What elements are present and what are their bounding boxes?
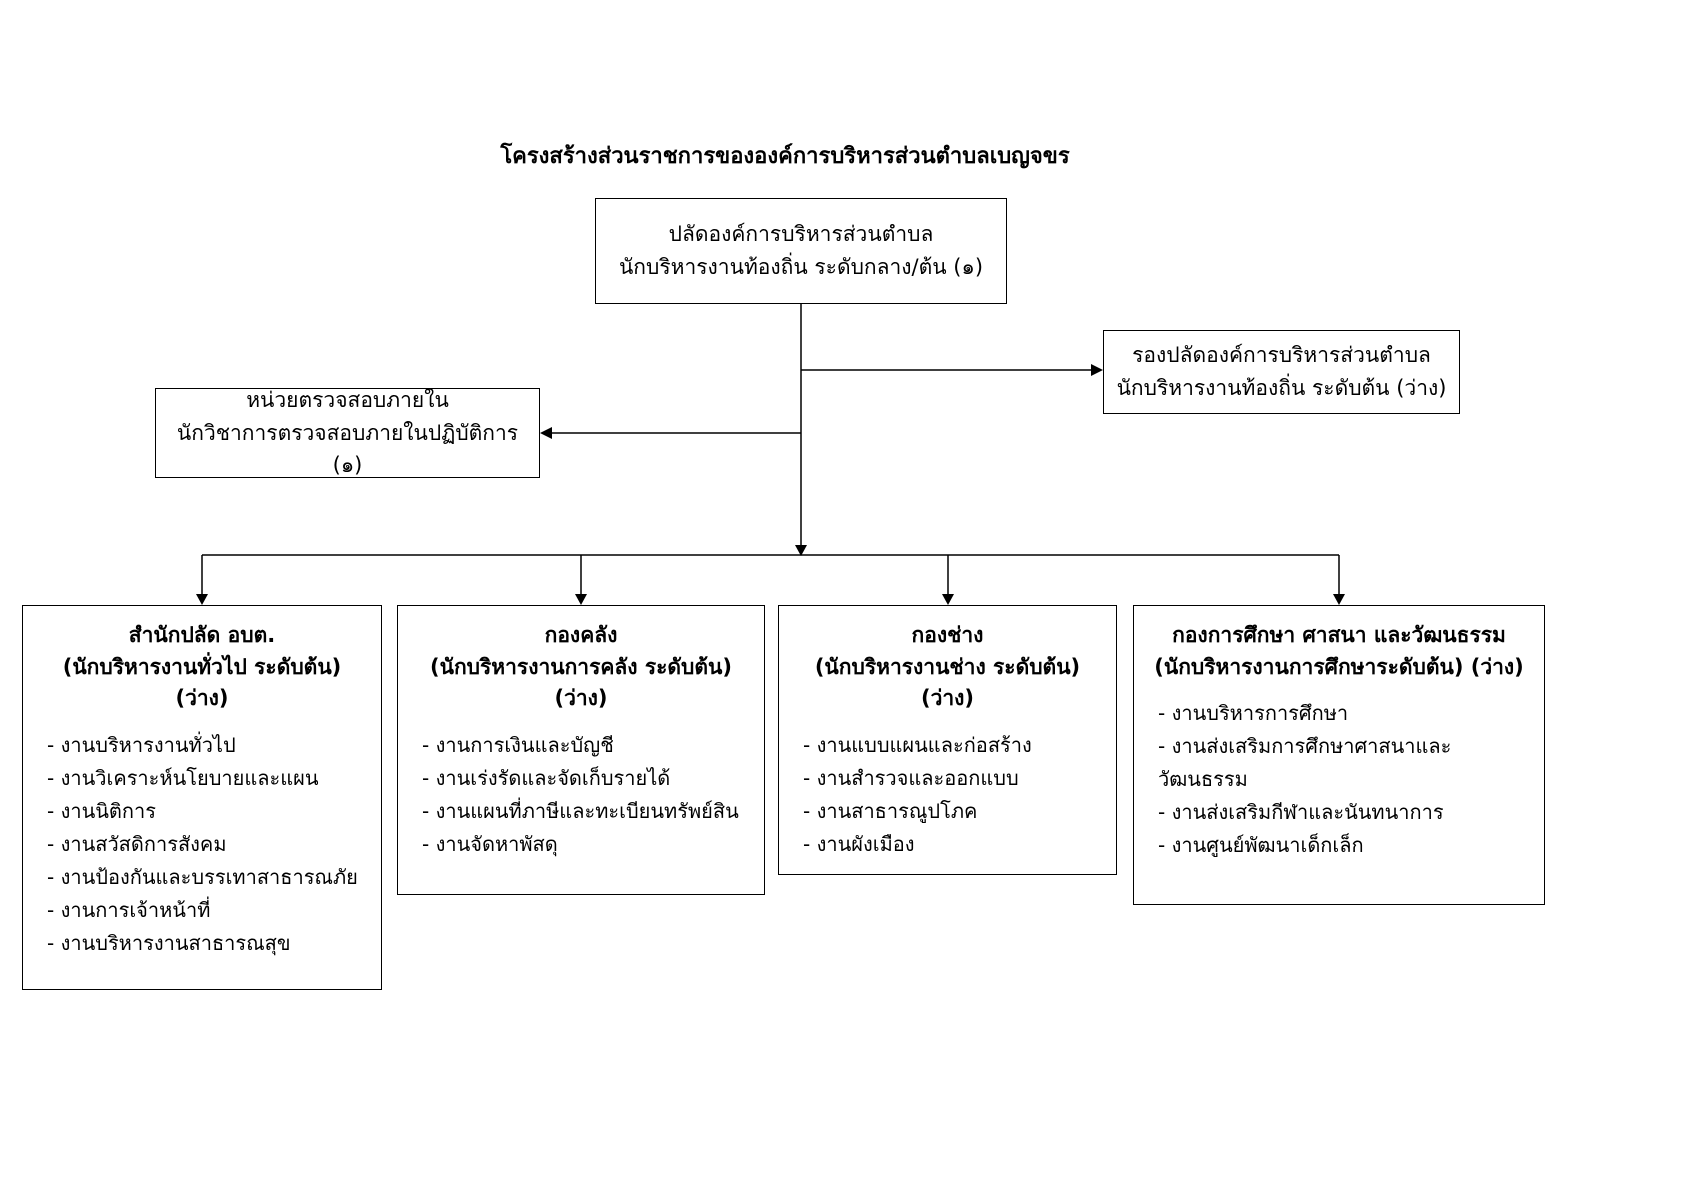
node-title: หน่วยตรวจสอบภายใน [246,388,449,413]
dept-work-item: งานการเจ้าหน้าที่ [47,894,371,927]
dept-work-item: งานสวัสดิการสังคม [47,828,371,861]
node-internal-audit-unit: หน่วยตรวจสอบภายใน นักวิชาการตรวจสอบภายใน… [155,388,540,478]
dept-work-item: งานสาธารณูปโภค [803,795,1106,828]
dept-subtitle: (นักบริหารงานการศึกษาระดับต้น) (ว่าง) [1154,654,1524,679]
dept-work-item: งานป้องกันและบรรเทาสาธารณภัย [47,861,371,894]
node-position: นักบริหารงานท้องถิ่น ระดับต้น (ว่าง) [1116,376,1447,400]
arrow-down-icon [1333,594,1345,605]
node-position: นักบริหารงานท้องถิ่น ระดับกลาง/ต้น (๑) [618,255,984,279]
dept-work-item: งานผังเมือง [803,828,1106,861]
arrow-left-icon [540,427,552,439]
dept-work-item: งานบริหารงานสาธารณสุข [47,927,371,960]
arrow-right-icon [1091,364,1103,376]
dept-work-item: งานจัดหาพัสดุ [422,828,754,861]
dept-subtitle: (นักบริหารงานการคลัง ระดับต้น) (ว่าง) [430,654,732,711]
node-chief-administrator: ปลัดองค์การบริหารส่วนตำบล นักบริหารงานท้… [595,198,1007,304]
dept-work-item: งานนิติการ [47,795,371,828]
dept-name: กองคลัง [544,623,618,647]
dept-box-finance-division: กองคลัง (นักบริหารงานการคลัง ระดับต้น) (… [397,605,765,895]
arrow-down-icon [196,594,208,605]
dept-subtitle: (นักบริหารงานช่าง ระดับต้น) (ว่าง) [814,654,1081,711]
dept-work-list: งานการเงินและบัญชีงานเร่งรัดและจัดเก็บรา… [408,729,754,861]
dept-work-list: งานบริหารงานทั่วไปงานวิเคราะห์นโยบายและแ… [33,729,371,960]
dept-work-item: งานศูนย์พัฒนาเด็กเล็ก [1158,829,1534,862]
dept-box-education-religion-culture-division: กองการศึกษา ศาสนา และวัฒนธรรม (นักบริหาร… [1133,605,1545,905]
dept-work-item: งานเร่งรัดและจัดเก็บรายได้ [422,762,754,795]
node-deputy-administrator: รองปลัดองค์การบริหารส่วนตำบล นักบริหารงา… [1103,330,1460,414]
dept-name: กองช่าง [911,623,984,647]
arrow-down-icon [575,594,587,605]
dept-work-item: งานส่งเสริมการศึกษาศาสนาและวัฒนธรรม [1158,730,1534,796]
dept-work-item: งานแบบแผนและก่อสร้าง [803,729,1106,762]
dept-work-item: งานบริหารการศึกษา [1158,697,1534,730]
dept-work-item: งานการเงินและบัญชี [422,729,754,762]
dept-work-item: งานส่งเสริมกีฬาและนันทนาการ [1158,796,1534,829]
dept-work-item: งานแผนที่ภาษีและทะเบียนทรัพย์สิน [422,795,754,828]
arrow-down-icon [942,594,954,605]
dept-work-list: งานแบบแผนและก่อสร้างงานสำรวจและออกแบบงาน… [789,729,1106,861]
dept-name: สำนักปลัด อบต. [128,623,276,647]
dept-work-item: งานสำรวจและออกแบบ [803,762,1106,795]
dept-work-item: งานวิเคราะห์นโยบายและแผน [47,762,371,795]
dept-box-office-of-the-chief: สำนักปลัด อบต. (นักบริหารงานทั่วไป ระดับ… [22,605,382,990]
node-title: ปลัดองค์การบริหารส่วนตำบล [668,222,934,247]
dept-work-item: งานบริหารงานทั่วไป [47,729,371,762]
arrow-down-icon [795,545,807,556]
node-title: รองปลัดองค์การบริหารส่วนตำบล [1132,343,1431,368]
node-position: นักวิชาการตรวจสอบภายในปฏิบัติการ (๑) [176,420,519,478]
dept-name: กองการศึกษา ศาสนา และวัฒนธรรม [1172,623,1506,647]
dept-subtitle: (นักบริหารงานทั่วไป ระดับต้น) (ว่าง) [62,654,342,711]
dept-box-engineering-division: กองช่าง (นักบริหารงานช่าง ระดับต้น) (ว่า… [778,605,1117,875]
dept-work-list: งานบริหารการศึกษางานส่งเสริมการศึกษาศาสน… [1144,697,1534,862]
page-title: โครงสร้างส่วนราชการขององค์การบริหารส่วนต… [500,144,1070,169]
